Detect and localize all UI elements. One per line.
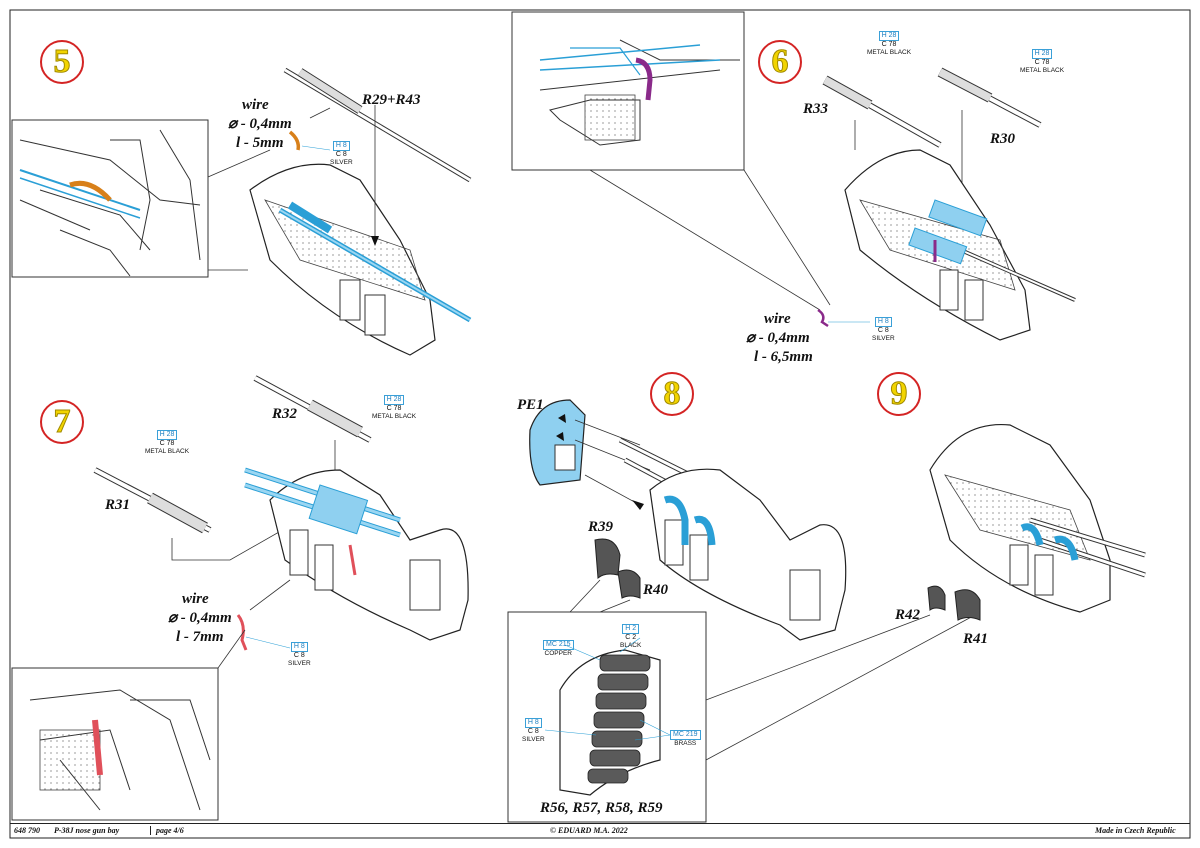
paint-callout-metal-black-r33: H 28 C 78 METAL BLACK <box>867 31 911 57</box>
part-label-r32: R32 <box>272 406 298 422</box>
footer-page: page 4/6 <box>150 826 184 835</box>
paint-name: COPPER <box>544 650 572 657</box>
paint-callout-silver-step-5: H 8 C 8 SILVER <box>330 141 353 167</box>
r40-chute <box>617 569 641 599</box>
wire-spec-step-7: wire ⌀ - 0,4mm l - 7mm <box>168 590 232 647</box>
footer-kit-code: 648 790 <box>14 826 40 835</box>
wire-title: wire <box>242 97 269 113</box>
paint-name: SILVER <box>872 335 895 342</box>
sheet-footer: 648 790 P-38J nose gun bay page 4/6 © ED… <box>10 823 1190 838</box>
paint-code-alt: C 78 <box>881 41 897 48</box>
paint-code: H 28 <box>1031 49 1053 59</box>
paint-code: MC 219 <box>670 730 701 740</box>
paint-code-alt: C 78 <box>1034 59 1050 66</box>
paint-callout-silver-ammo: H 8 C 8 SILVER <box>522 718 545 744</box>
paint-name: BRASS <box>674 740 697 747</box>
paint-code-alt: C 2 <box>625 634 637 641</box>
part-label-r30: R30 <box>990 131 1016 147</box>
paint-code-alt: C 8 <box>293 652 305 659</box>
paint-code: H 2 <box>622 624 640 634</box>
paint-code: H 28 <box>878 31 900 41</box>
wire-title: wire <box>182 591 209 607</box>
paint-code-alt: C 78 <box>386 405 402 412</box>
step-6-drawing <box>511 11 1076 341</box>
step-5-drawing <box>11 67 472 356</box>
footer-made-in: Made in Czech Republic <box>1095 826 1176 835</box>
footer-copyright: © EDUARD M.A. 2022 <box>550 826 628 835</box>
paint-name: METAL BLACK <box>1020 67 1065 74</box>
paint-code: H 8 <box>874 317 892 327</box>
paint-code-alt: C 78 <box>159 440 175 447</box>
paint-code-alt: C 8 <box>877 327 889 334</box>
part-label-r40: R40 <box>643 582 669 598</box>
r41-chute <box>954 589 981 621</box>
step-8-drawing <box>507 399 976 823</box>
wire-title: wire <box>764 311 791 327</box>
step-7-drawing <box>11 375 469 821</box>
paint-callout-metal-black-r30: H 28 C 78 METAL BLACK <box>1020 49 1064 75</box>
paint-callout-metal-black-r31: H 28 C 78 METAL BLACK <box>145 430 189 456</box>
paint-name: BLACK <box>620 642 642 649</box>
r39-chute <box>594 538 621 580</box>
r42-chute <box>927 585 946 611</box>
paint-code: H 8 <box>290 642 308 652</box>
paint-callout-brass: MC 219 BRASS <box>670 730 701 748</box>
paint-name: SILVER <box>522 736 545 743</box>
paint-code: H 28 <box>383 395 405 405</box>
sheet-border <box>9 9 1191 839</box>
paint-callout-silver-step-7: H 8 C 8 SILVER <box>288 642 311 668</box>
part-label-r31: R31 <box>105 497 131 513</box>
paint-callout-metal-black-r32: H 28 C 78 METAL BLACK <box>372 395 416 421</box>
wire-spec-step-5: wire ⌀ - 0,4mm l - 5mm <box>228 96 292 153</box>
paint-callout-copper: MC 215 COPPER <box>543 640 574 658</box>
part-label-r42: R42 <box>895 607 921 623</box>
wire-diameter: ⌀ - 0,4mm <box>168 610 232 626</box>
step-9-drawing <box>927 423 1146 621</box>
part-label-pe1: PE1 <box>517 397 544 413</box>
footer-title: P-38J nose gun bay <box>54 826 120 835</box>
wire-spec-step-6: wire ⌀ - 0,4mm l - 6,5mm <box>746 310 813 367</box>
paint-code: H 28 <box>156 430 178 440</box>
paint-name: SILVER <box>330 159 353 166</box>
step-6-number: 6 <box>758 40 802 84</box>
wire-diameter: ⌀ - 0,4mm <box>746 330 810 346</box>
paint-name: SILVER <box>288 660 311 667</box>
wire-length: l - 7mm <box>176 629 224 645</box>
paint-name: METAL BLACK <box>372 413 417 420</box>
part-label-r41: R41 <box>963 631 989 647</box>
paint-code-alt: C 8 <box>527 728 539 735</box>
wire-length: l - 5mm <box>236 135 284 151</box>
paint-code: H 8 <box>524 718 542 728</box>
step-6-detail-inset <box>511 11 745 171</box>
paint-name: METAL BLACK <box>867 49 912 56</box>
part-label-r39: R39 <box>588 519 614 535</box>
paint-callout-black: H 2 C 2 BLACK <box>620 624 641 650</box>
wire-length: l - 6,5mm <box>754 349 813 365</box>
part-label-r33: R33 <box>803 101 829 117</box>
paint-code-alt: C 8 <box>335 151 347 158</box>
part-label-r56-r59: R56, R57, R58, R59 <box>540 800 663 816</box>
paint-callout-silver-step-6: H 8 C 8 SILVER <box>872 317 895 343</box>
paint-code: MC 215 <box>543 640 574 650</box>
step-8-number: 8 <box>650 372 694 416</box>
step-5-number: 5 <box>40 40 84 84</box>
paint-name: METAL BLACK <box>145 448 190 455</box>
step-9-number: 9 <box>877 372 921 416</box>
wire-diameter: ⌀ - 0,4mm <box>228 116 292 132</box>
paint-code: H 8 <box>332 141 350 151</box>
part-label-r29-r43: R29+R43 <box>362 92 421 108</box>
step-7-number: 7 <box>40 400 84 444</box>
